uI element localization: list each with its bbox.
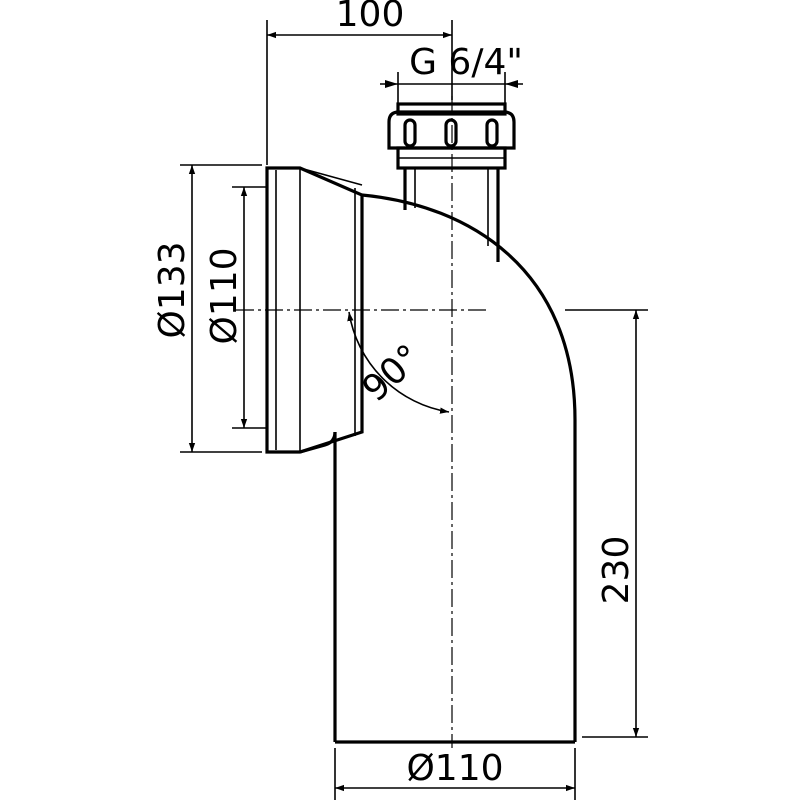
dimension-label-133: Ø133 (152, 241, 193, 338)
pipe-bend-outline (299, 193, 577, 744)
dimension-socket-inner: Ø110 (204, 186, 268, 429)
center-lines (236, 96, 490, 748)
dimension-pipe-diameter: Ø110 (334, 748, 576, 800)
dimension-offset-width: 100 (266, 0, 453, 165)
nut-grip-left (403, 118, 417, 148)
dimension-label-angle: 90° (355, 337, 430, 410)
dimension-height: 230 (565, 309, 648, 738)
dimension-label-110-socket: Ø110 (204, 247, 245, 344)
nut-grip-right (485, 118, 499, 148)
dimension-label-100: 100 (336, 0, 405, 35)
dimension-thread: G 6/4" (380, 42, 523, 104)
nut-grip-center (444, 118, 458, 148)
dimension-socket-outer: Ø133 (152, 164, 262, 453)
vent-branch (387, 102, 516, 262)
angle-arc (347, 311, 450, 414)
dimension-angle: 90° (347, 311, 450, 414)
dimension-label-230: 230 (596, 536, 637, 605)
socket-taper-top (299, 167, 363, 186)
dimension-label-thread: G 6/4" (409, 42, 523, 83)
dimension-label-110-pipe: Ø110 (406, 748, 503, 789)
